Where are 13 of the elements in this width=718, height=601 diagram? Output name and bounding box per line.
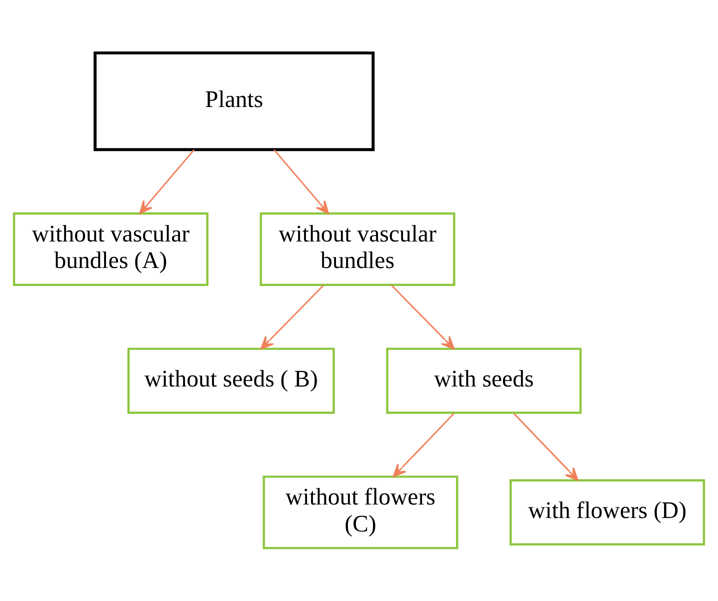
node-box: with seeds: [386, 348, 582, 414]
arrow: [392, 412, 455, 478]
node-box: without vascular bundles (A): [12, 212, 208, 286]
node-box: without vascular bundles: [260, 212, 456, 286]
arrow: [274, 149, 329, 214]
arrow: [390, 284, 455, 350]
arrow: [260, 284, 324, 350]
arrow: [139, 149, 195, 214]
arrow: [513, 412, 578, 481]
node-box: with flowers (D): [510, 479, 706, 546]
node-box: without seeds ( B): [127, 348, 335, 414]
node-box: Plants: [94, 51, 375, 152]
node-box: without flowers (C): [262, 476, 458, 550]
